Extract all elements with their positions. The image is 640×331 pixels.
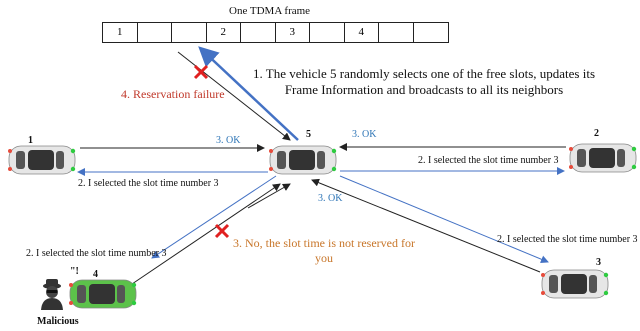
frame-slot [379,23,414,42]
vehicle-3-number: 3 [596,257,601,268]
frame-slot [172,23,207,42]
arrow-5-to-frame [198,46,299,141]
tdma-frame: 1 2 3 4 [102,22,449,43]
hacker-icon [41,279,63,310]
step1-label: 1. The vehicle 5 randomly selects one of… [253,66,595,98]
ok-left-label: 3. OK [216,135,241,146]
vehicle-5-number: 5 [306,129,311,140]
frame-slot [138,23,172,42]
frame-slot [310,23,345,42]
vehicle-4-number: 4 [93,269,98,280]
frame-slot [241,23,276,42]
cross-icon [214,223,230,239]
cross-icon [193,64,209,80]
malicious-mark: "! [70,266,79,277]
failure-label: 4. Reservation failure [121,87,225,101]
sel-left-label: 2. I selected the slot time number 3 [78,178,219,189]
frame-slot: 2 [207,23,241,42]
reject-line1: 3. No, the slot time is not reserved for [233,236,415,250]
malicious-label: Malicious [37,316,79,327]
ok-right-label: 3. OK [352,129,377,140]
vehicle-3-car-icon [540,269,609,299]
ok-bottom-label: 3. OK [318,193,343,204]
frame-slot: 1 [103,23,138,42]
frame-slot: 4 [345,23,379,42]
step1-line2: Frame Information and broadcasts to all … [284,82,564,97]
vehicle-2-number: 2 [594,128,599,139]
frame-slot [414,23,449,42]
sel-bottom-right-label: 2. I selected the slot time number 3 [497,234,638,245]
reject-line2: you [314,251,333,265]
vehicle-4-car-icon [68,279,137,309]
arrow-reject [247,183,291,209]
arrow-3-to-5 [311,178,541,273]
sel-right-label: 2. I selected the slot time number 3 [418,155,559,166]
step1-line1: 1. The vehicle 5 randomly selects one of… [253,66,595,81]
arrow-5-to-3 [339,175,549,264]
arrow-4-to-5 [131,183,281,285]
vehicle-5-car-icon [268,145,337,175]
vehicle-1-number: 1 [28,135,33,146]
frame-slot: 3 [276,23,310,42]
sel-malicious-label: 2. I selected the slot time number 3 [26,248,167,259]
arrow-5-to-4 [151,175,277,259]
frame-title: One TDMA frame [229,5,311,17]
vehicle-1-car-icon [7,145,76,175]
reject-label: 3. No, the slot time is not reserved for… [233,236,415,266]
vehicle-2-car-icon [568,143,637,173]
